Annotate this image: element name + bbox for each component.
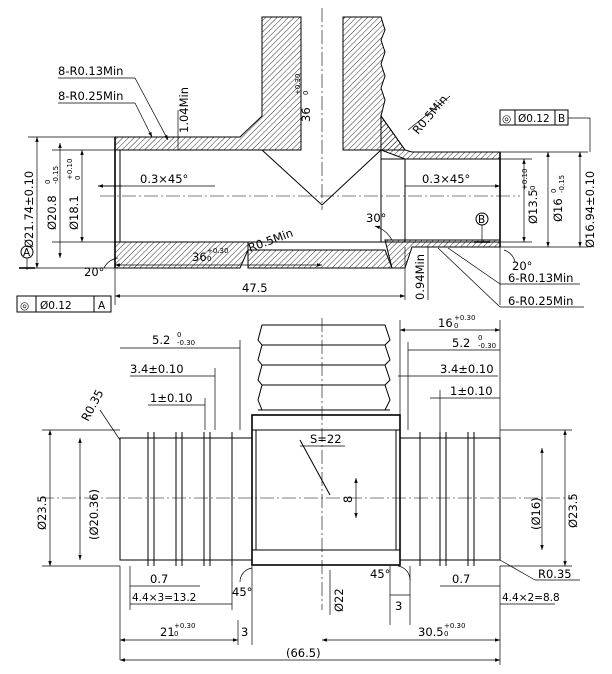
radius-right: R0.35 [538, 567, 572, 581]
hex-size: S=22 [310, 432, 342, 446]
radius-right-large: 6-R0.25Min [508, 294, 573, 308]
wall-min-bottom: 0.94Min [413, 254, 427, 300]
dia-bore-left: Ø18.1 [67, 195, 81, 230]
left-5-2-tol-low: -0.30 [177, 339, 195, 347]
left-1: 1±0.10 [150, 391, 193, 405]
right-0-7: 0.7 [452, 572, 470, 586]
left-0-7: 0.7 [150, 572, 168, 586]
top-lower-right-wall [384, 239, 501, 269]
radius-right-small: 6-R0.13Min [508, 271, 573, 285]
left-21-tol-low: 0 [174, 630, 178, 638]
dia-right-inner: (Ø16) [529, 497, 543, 530]
right-16: 16 [438, 316, 453, 330]
branch-height-tol-up: +0.30 [294, 74, 302, 95]
bottom-elevation-view: 5.2 0 -0.30 3.4±0.10 1±0.10 R0.35 16 +0.… [35, 314, 580, 665]
len-left: 36 [192, 250, 207, 264]
left-21: 21 [160, 625, 175, 639]
top-branch-right-wall [342, 16, 406, 151]
top-upper-wall [114, 16, 302, 151]
dia-bead-right: Ø16 [551, 198, 565, 222]
chamfer-left: 0.3×45° [140, 172, 188, 186]
top-section-view: Ø21.74±0.10 Ø20.8 0 -0.15 Ø18.1 +0.10 0 … [16, 8, 597, 313]
branch-height-tol-low: 0 [302, 91, 310, 95]
right-30-5: 30.5 [418, 625, 444, 639]
dia-bead-right-tol-low: -0.15 [558, 175, 566, 193]
dia-bead-left: Ø20.8 [45, 195, 59, 230]
radius-left: R0.35 [78, 387, 106, 423]
center-dim: 8 [341, 496, 355, 503]
radius-outer-large: 8-R0.25Min [58, 89, 123, 103]
datum-a: A [23, 247, 31, 259]
right-3-4: 3.4±0.10 [440, 362, 494, 376]
dia-right-outer: Ø23.5 [566, 493, 580, 528]
ref-b-value: Ø0.12 [518, 113, 550, 125]
left-3-4: 3.4±0.10 [130, 362, 184, 376]
len-left-tol-low: 0 [207, 255, 211, 263]
ref-b-symbol: ◎ [502, 113, 511, 125]
overall-length: (66.5) [286, 646, 321, 660]
ref-a-symbol: ◎ [20, 300, 29, 312]
left-21-tol-up: +0.30 [174, 622, 195, 630]
right-16-tol-up: +0.30 [454, 314, 475, 322]
len-total: 47.5 [242, 281, 268, 295]
right-5-2: 5.2 [452, 336, 470, 350]
dim-3-right: 3 [395, 599, 402, 613]
chamfer-right: 0.3×45° [422, 172, 470, 186]
left-5-2-tol-up: 0 [177, 331, 181, 339]
dia-bore-right: Ø13.5 [526, 189, 540, 224]
angle-45-right: 45° [370, 567, 390, 581]
right-pitch: 4.4×2=8.8 [502, 592, 560, 604]
datum-b: B [478, 214, 485, 226]
dia-bore-left-tol-low: 0 [74, 176, 82, 180]
ref-a-datum: A [98, 300, 106, 312]
angle-45-left: 45° [232, 585, 252, 599]
right-5-2-tol-low: -0.30 [478, 342, 496, 350]
angle-right: 20° [512, 259, 532, 273]
right-16-tol-low: 0 [454, 322, 458, 330]
left-5-2: 5.2 [152, 333, 170, 347]
radius-branch: R0.5Min [410, 92, 451, 137]
top-right-upper-wall [380, 114, 501, 160]
right-5-2-tol-up: 0 [478, 334, 482, 342]
dia-22: Ø22 [332, 588, 346, 612]
ref-a-frame [16, 295, 112, 313]
wall-min: 1.04Min [177, 87, 191, 133]
dia-outer-right: Ø16.94±0.10 [583, 171, 597, 248]
right-30-5-tol-up: +0.30 [444, 622, 465, 630]
dia-bead-right-tol-up: 0 [550, 189, 558, 193]
left-pitch: 4.4×3=13.2 [132, 592, 196, 604]
branch-height: 36 [299, 107, 313, 122]
angle-30: 30° [366, 211, 386, 225]
right-1: 1±0.10 [450, 384, 493, 398]
len-left-tol-up: +0.30 [207, 247, 228, 255]
dia-bead-left-tol-up: 0 [44, 180, 52, 184]
dia-left-outer: Ø23.5 [35, 495, 49, 530]
dia-bead-left-tol-low: -0.15 [52, 166, 60, 184]
dim-3-left: 3 [241, 625, 248, 639]
dia-left-inner: (Ø20.36) [87, 489, 101, 540]
dia-bore-left-tol-up: +0.10 [66, 159, 74, 180]
dia-bore-right-tol-low: 0 [529, 186, 537, 190]
dia-outer-left: Ø21.74±0.10 [22, 171, 36, 248]
ref-b-frame [499, 109, 569, 126]
ref-b-datum: B [558, 113, 565, 125]
radius-outer-small: 8-R0.13Min [58, 64, 123, 78]
dia-bore-right-tol-up: +0.10 [521, 169, 529, 190]
angle-left: 20° [84, 265, 104, 279]
ref-a-value: Ø0.12 [40, 300, 72, 312]
right-30-5-tol-low: 0 [444, 630, 448, 638]
top-lower-wall [114, 241, 249, 269]
